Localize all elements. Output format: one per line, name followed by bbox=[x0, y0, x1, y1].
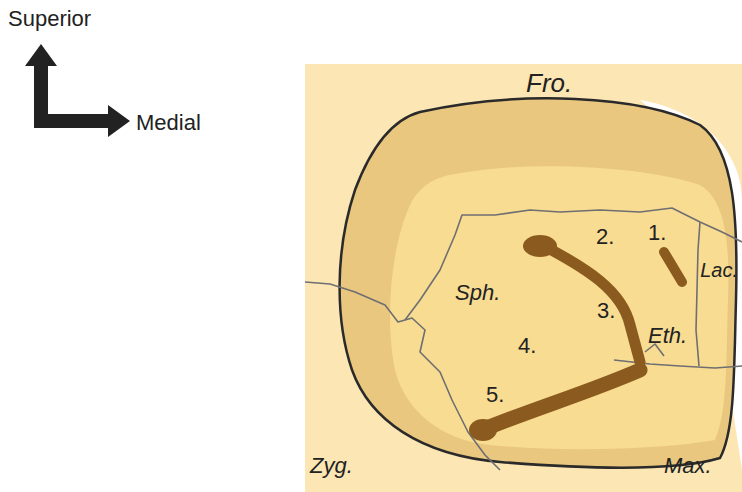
orientation-arrows bbox=[25, 44, 130, 137]
bone-name: Sph. bbox=[455, 282, 500, 304]
sutures bbox=[305, 208, 742, 470]
optic-canal bbox=[664, 252, 682, 282]
fissure-end bbox=[469, 419, 497, 441]
bone-name: Max. bbox=[664, 455, 712, 477]
medial-arrowhead bbox=[108, 105, 130, 137]
callout-number: 5. bbox=[486, 384, 504, 406]
direction-label: Medial bbox=[136, 112, 201, 134]
lacrimal-suture bbox=[696, 222, 700, 366]
bone-name: Lac. bbox=[700, 260, 738, 280]
callout-number: 3. bbox=[597, 300, 615, 322]
inferior-orbital-fissure bbox=[482, 370, 640, 430]
direction-label: Superior bbox=[8, 8, 91, 30]
zygomatic-suture bbox=[305, 282, 500, 470]
callout-number: 2. bbox=[596, 226, 614, 248]
bone-panel bbox=[305, 64, 742, 492]
callout-number: 4. bbox=[518, 335, 536, 357]
fissure-blob bbox=[523, 235, 557, 257]
superior-orbital-fissure bbox=[548, 248, 640, 362]
orbital-rim bbox=[340, 98, 737, 467]
bone-name: Fro. bbox=[526, 70, 572, 96]
superior-arrowhead bbox=[25, 44, 57, 66]
bone-name: Zyg. bbox=[310, 455, 353, 477]
orbital-cavity bbox=[390, 166, 728, 449]
callout-number: 1. bbox=[648, 222, 666, 244]
medial-arrow-shaft bbox=[34, 114, 112, 128]
bone-name: Eth. bbox=[648, 325, 687, 347]
